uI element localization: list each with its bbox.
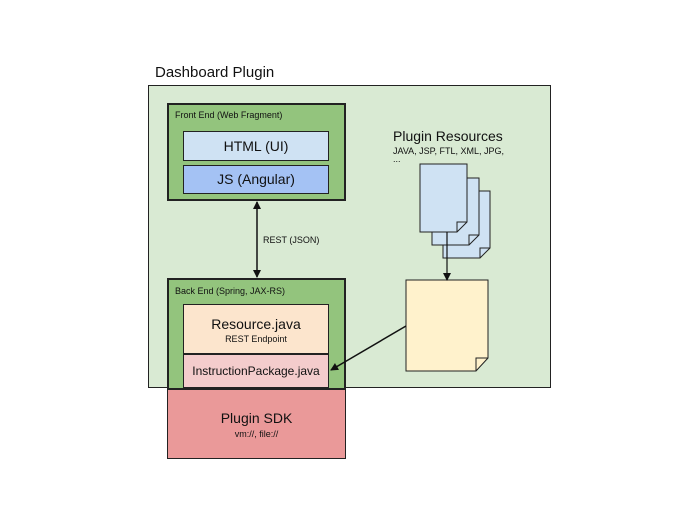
plugin-resources-types: JAVA, JSP, FTL, XML, JPG,	[393, 146, 505, 156]
html-ui-label: HTML (UI)	[223, 138, 289, 154]
dashboard-plugin-title: Dashboard Plugin	[155, 64, 275, 81]
html-ui-box: HTML (UI)	[183, 131, 329, 161]
rest-endpoint-label: REST Endpoint	[225, 334, 287, 344]
rest-json-label: REST (JSON)	[263, 235, 320, 245]
plugin-sdk-box: Plugin SDK vm://, file://	[167, 389, 346, 459]
resource-java-box: Resource.java REST Endpoint	[183, 304, 329, 354]
plugin-resources-more: ...	[393, 154, 401, 164]
plugin-sdk-title: Plugin SDK	[220, 410, 293, 426]
back-end-title: Back End (Spring, JAX-RS)	[175, 286, 286, 296]
instruction-package-box: InstructionPackage.java	[183, 354, 329, 388]
plugin-sdk-sub: vm://, file://	[234, 429, 279, 439]
instruction-package-label: InstructionPackage.java	[192, 364, 320, 378]
front-end-title: Front End (Web Fragment)	[175, 110, 283, 120]
resource-java-label: Resource.java	[211, 316, 301, 332]
plugin-resources-title: Plugin Resources	[393, 128, 503, 144]
js-angular-box: JS (Angular)	[183, 165, 329, 194]
instructions-xml-label: instructions.xml	[414, 289, 477, 299]
js-angular-label: JS (Angular)	[217, 171, 295, 187]
